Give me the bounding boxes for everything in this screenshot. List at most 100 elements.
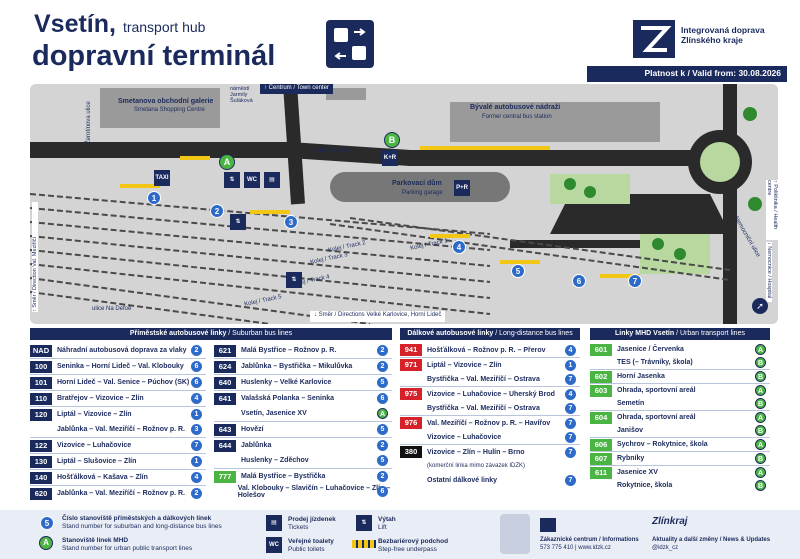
line-route: Jasenice / Červenka bbox=[617, 346, 684, 353]
legend-lift-icon: ⇅ bbox=[356, 515, 372, 531]
stand-badge: 2 bbox=[191, 345, 202, 356]
parking-label: Parkovací dům bbox=[392, 180, 442, 187]
line-route: Vizovice – Zlín – Hulín – Brno bbox=[427, 448, 525, 456]
suburban-head-en: / Suburban bus lines bbox=[228, 330, 293, 337]
suburban-header: Příměstské autobusové linky / Suburban b… bbox=[30, 328, 392, 340]
row-separator bbox=[400, 386, 580, 387]
legend-toilets-icon: WC bbox=[266, 537, 282, 553]
underpass-lift-icon: ⇅ bbox=[230, 214, 246, 230]
line-code: 602 bbox=[590, 370, 612, 383]
urban-stand-badge: A bbox=[755, 467, 766, 478]
legend-phone[interactable]: 573 775 410 | www.idzk.cz bbox=[540, 545, 611, 551]
legend-underpass-en: Step-free underpass bbox=[378, 546, 437, 553]
urban-header: Linky MHD Vsetín / Urban transport lines bbox=[590, 328, 770, 340]
title-cz: Vsetín, bbox=[34, 10, 116, 38]
row-separator bbox=[30, 406, 206, 407]
legend-news: Aktuality a další změny / News & Updates… bbox=[652, 536, 792, 552]
stand-badge: 7 bbox=[191, 440, 202, 451]
legend-blue-en: Stand number for suburban and long-dista… bbox=[62, 523, 222, 530]
line-route: Liptál – Slušovice – Zlín bbox=[57, 458, 137, 465]
line-row: (komerční linka mimo závazek IDZK) bbox=[400, 459, 580, 473]
line-code: 603 bbox=[590, 384, 612, 397]
zlin-kraj-logo: Zlínkraj bbox=[652, 516, 688, 527]
vsetin-coat-of-arms-icon bbox=[500, 514, 530, 554]
line-route: Huslenky – Velké Karlovice bbox=[241, 379, 332, 386]
legend-underpass-icon bbox=[352, 540, 376, 548]
stand-3: 3 bbox=[284, 215, 298, 229]
legend-green-title: Stanoviště linek MHD bbox=[62, 537, 129, 544]
line-route: Bratřejov – Vizovice – Zlín bbox=[57, 395, 144, 402]
legend-tickets-title: Prodej jízdenek bbox=[288, 516, 336, 523]
stand-a: A bbox=[219, 154, 235, 170]
line-route: Malá Bystřice – Rožnov p. R. bbox=[241, 347, 337, 354]
poliklinika-label: ↑ Poliklinika / Health centre bbox=[766, 180, 778, 240]
line-code: 607 bbox=[590, 452, 612, 465]
line-route: Liptál – Vizovice – Zlín bbox=[57, 411, 132, 418]
urban-stand-badge: A bbox=[755, 385, 766, 396]
row-separator bbox=[590, 410, 770, 411]
row-separator bbox=[30, 358, 206, 359]
line-route: Janišov bbox=[617, 427, 644, 434]
page-title: Vsetín, transport hub bbox=[34, 10, 205, 39]
row-separator bbox=[30, 437, 206, 438]
line-route: Bystřička – Val. Meziříčí – Ostrava bbox=[427, 375, 540, 383]
line-route: Val. Meziříčí – Rožnov p. R. – Havířov bbox=[427, 419, 551, 427]
line-route: Liptál – Vizovice – Zlín bbox=[427, 361, 502, 369]
line-code: 971 bbox=[400, 359, 422, 371]
centrum-label: ↑ Centrum / Town center bbox=[260, 84, 333, 94]
legend-green-stop-icon: A bbox=[39, 536, 53, 550]
line-row: 971 Liptál – Vizovice – Zlín 1 bbox=[400, 358, 580, 372]
stand-7: 7 bbox=[628, 274, 642, 288]
parking-en-label: Parking garage bbox=[402, 190, 443, 196]
line-route: Jablůnka – Bystřička – Mikulůvka bbox=[241, 363, 353, 370]
legend-bar bbox=[0, 510, 800, 559]
legend-underpass: Bezbariérový podchod Step-free underpass bbox=[378, 538, 448, 554]
line-code: 624 bbox=[214, 360, 236, 373]
line-row: TES (– Trávníky, škola)B bbox=[590, 356, 770, 369]
stand-5: 5 bbox=[511, 264, 525, 278]
line-route: Semetín bbox=[617, 400, 645, 407]
legend-social[interactable]: @idzk_cz bbox=[652, 545, 679, 551]
urban-head-cz: Linky MHD Vsetín bbox=[615, 330, 675, 337]
legend-toilets-en: Public toilets bbox=[288, 546, 325, 553]
row-separator bbox=[30, 485, 206, 486]
urban-stand-badge: A bbox=[755, 439, 766, 450]
line-route: Náhradní autobusová doprava za vlaky bbox=[57, 347, 187, 354]
stand-badge: 5 bbox=[377, 455, 388, 466]
legend-lift-title: Výtah bbox=[378, 516, 396, 523]
smetanova-label: Smetanova obchodní galerie bbox=[118, 98, 214, 105]
line-route: Bystřička – Val. Meziříčí – Ostrava bbox=[427, 404, 540, 412]
line-route: Hošťálková – Kašava – Zlín bbox=[57, 474, 148, 481]
bus-station-en-label: Former central bus station bbox=[482, 114, 552, 120]
stand-badge: 2 bbox=[377, 471, 388, 482]
line-code: 777 bbox=[214, 470, 236, 483]
park-ride-icon: P+R bbox=[454, 180, 470, 196]
stand-badge: 1 bbox=[565, 359, 576, 371]
row-separator bbox=[400, 357, 580, 358]
line-code: 130 bbox=[30, 455, 52, 468]
line-route: Vizovice – Luhačovice bbox=[427, 433, 502, 441]
line-code: 110 bbox=[30, 392, 52, 405]
row-separator bbox=[30, 374, 206, 375]
legend-news-title: Aktuality a další změny / News & Updates bbox=[652, 537, 771, 543]
row-separator bbox=[30, 453, 206, 454]
line-code: 975 bbox=[400, 388, 422, 400]
urban-stand-badge: B bbox=[755, 425, 766, 436]
line-code: 643 bbox=[214, 423, 236, 436]
line-code: 604 bbox=[590, 411, 612, 424]
